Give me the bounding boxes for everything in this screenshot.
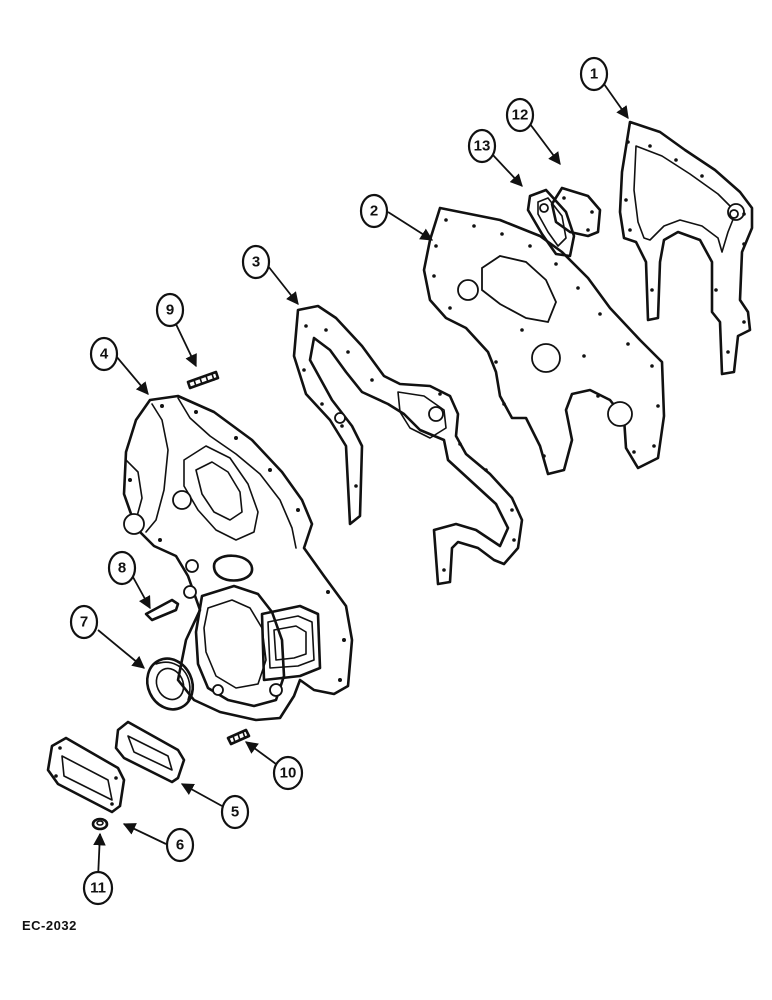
stud-part-10	[226, 728, 251, 746]
nut-part-11	[91, 817, 109, 831]
svg-text:12: 12	[512, 107, 529, 124]
svg-text:13: 13	[474, 138, 491, 155]
oil-seal-part-7	[145, 657, 195, 711]
svg-text:5: 5	[231, 804, 239, 821]
callout-3: 3	[241, 244, 271, 280]
svg-text:2: 2	[370, 203, 378, 220]
stud-part-9	[186, 370, 220, 390]
callout-1: 1	[579, 56, 609, 92]
callout-9: 9	[155, 292, 185, 328]
cover-plate-part-6	[46, 736, 126, 814]
gasket-part-3	[292, 304, 524, 586]
svg-text:7: 7	[80, 614, 88, 631]
callout-4: 4	[89, 336, 119, 372]
gasket-part-13	[526, 188, 576, 258]
callout-10: 10	[272, 755, 304, 791]
callout-11: 11	[82, 870, 114, 906]
callout-2: 2	[359, 193, 389, 229]
svg-text:4: 4	[100, 346, 109, 363]
gasket-part-5	[114, 720, 186, 784]
callout-8: 8	[107, 550, 137, 586]
callout-5: 5	[220, 794, 250, 830]
callout-6: 6	[165, 827, 195, 863]
dowel-pin-part-8	[144, 598, 180, 622]
svg-text:9: 9	[166, 302, 174, 319]
svg-text:3: 3	[252, 254, 260, 271]
svg-text:1: 1	[590, 66, 598, 83]
figure-code: EC-2032	[22, 918, 77, 933]
svg-text:6: 6	[176, 837, 184, 854]
leader-lines	[93, 83, 629, 879]
callout-13: 13	[467, 128, 497, 164]
callout-7: 7	[69, 604, 99, 640]
gasket-part-1	[618, 120, 754, 376]
timing-cover-part-4	[122, 394, 354, 722]
svg-text:11: 11	[90, 880, 106, 897]
gasket-part-12	[550, 186, 602, 238]
svg-text:10: 10	[280, 765, 297, 782]
gasket-part-2	[422, 206, 666, 476]
svg-text:8: 8	[118, 560, 126, 577]
callout-12: 12	[505, 97, 535, 133]
